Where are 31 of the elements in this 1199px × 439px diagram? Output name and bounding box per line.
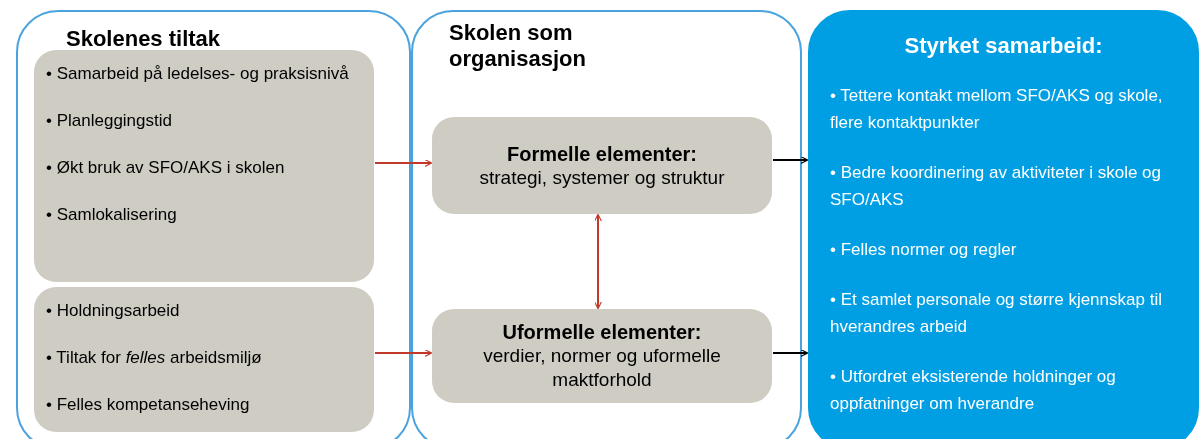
box-heading: Formelle elementer: [506, 141, 698, 166]
process-box [432, 117, 772, 214]
panel-title: Skolenes tiltak [66, 26, 222, 52]
bullet-item: • Holdningsarbeid [46, 300, 181, 322]
bullet-item: • Bedre koordinering av aktiviteter i skole og SFO/AKS [829, 162, 1162, 211]
arrow [374, 158, 433, 168]
box-heading: Uformelle elementer: [502, 320, 702, 344]
arrow [593, 213, 603, 310]
bullet-item: • Utfordret eksisterende holdninger og oppfatninger om hverandre [829, 366, 1117, 415]
result-panel [808, 10, 1199, 439]
box-text: verdier, normer og uformelle maktforhold [482, 344, 722, 392]
bullet-item: • Et samlet personale og større kjennskap til hverandres arbeid [829, 289, 1163, 338]
panel-title: Skolen som organisasjon [449, 20, 587, 72]
bullet-item: • Tettere kontakt mellom SFO/AKS og skole, flere kontaktpunkter [829, 85, 1164, 134]
box-text: strategi, systemer og struktur [479, 165, 725, 190]
bullet-list-box [34, 287, 374, 432]
bullet-item: • Samarbeid på ledelses- og praksisnivå [46, 63, 350, 85]
panel-title: Styrket samarbeid: [903, 34, 1104, 58]
arrow [772, 155, 809, 165]
bullet-item: • Planleggingstid [46, 110, 173, 132]
group-panel [16, 10, 411, 439]
arrow [374, 348, 433, 358]
bullet-list-box [34, 50, 374, 282]
bullet-item: • Tiltak for felles arbeidsmiljø [46, 347, 263, 369]
bullet-item: • Samlokalisering [46, 204, 178, 226]
arrow [772, 348, 809, 358]
bullet-item: • Felles kompetanseheving [46, 394, 251, 416]
process-box [432, 309, 772, 403]
bullet-item: • Økt bruk av SFO/AKS i skolen [46, 157, 286, 179]
bullet-item: • Felles normer og regler [829, 239, 1018, 261]
group-panel [411, 10, 802, 439]
